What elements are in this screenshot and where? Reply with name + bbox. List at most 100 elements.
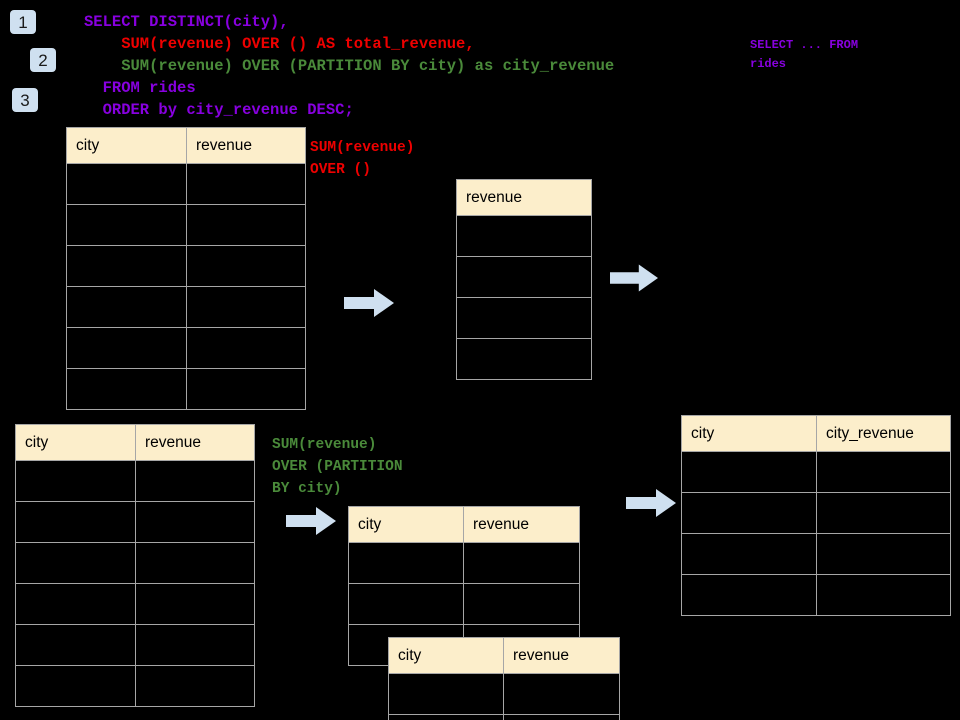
cell-city <box>15 624 136 666</box>
table-row <box>66 163 306 205</box>
column-header-revenue: revenue <box>503 637 620 674</box>
sql-line-1: SELECT DISTINCT(city), <box>84 13 289 31</box>
cell-city <box>15 665 136 707</box>
cell-city <box>66 245 187 287</box>
cell-revenue <box>135 624 255 666</box>
table-row <box>15 501 255 543</box>
table-row <box>348 583 580 625</box>
cell-revenue <box>186 286 306 328</box>
table-row <box>66 245 306 287</box>
arrow-source-to-total <box>344 289 394 317</box>
table-row <box>388 673 620 715</box>
table-row <box>456 256 592 298</box>
cell-city <box>681 492 817 534</box>
table-row <box>456 338 592 380</box>
table-row <box>681 492 951 534</box>
column-header-city: city <box>388 637 504 674</box>
table-header-row: city revenue <box>348 506 580 543</box>
cell-city-revenue <box>816 492 951 534</box>
cell-city <box>66 163 187 205</box>
cell-city <box>15 460 136 502</box>
cell-city-revenue <box>816 574 951 616</box>
cell-revenue <box>503 714 620 720</box>
table-row <box>15 665 255 707</box>
cell-revenue <box>456 297 592 339</box>
table-row <box>388 714 620 720</box>
cell-city <box>15 583 136 625</box>
table-row <box>66 327 306 369</box>
table-row <box>15 624 255 666</box>
cell-revenue <box>186 368 306 410</box>
city-revenue-result-table: city city_revenue <box>681 415 951 616</box>
column-header-city: city <box>348 506 464 543</box>
table-header-row: city revenue <box>15 424 255 461</box>
cell-revenue <box>456 256 592 298</box>
table-row <box>456 297 592 339</box>
partition-table-front: city revenue <box>388 637 620 720</box>
cell-city <box>681 533 817 575</box>
step-badge-3: 3 <box>12 88 38 112</box>
sql-line-4: FROM rides <box>84 79 196 97</box>
table-row <box>15 542 255 584</box>
table-header-row: revenue <box>456 179 592 216</box>
column-header-city: city <box>15 424 136 461</box>
column-header-revenue: revenue <box>456 179 592 216</box>
table-header-row: city revenue <box>388 637 620 674</box>
total-revenue-table: revenue <box>456 179 592 380</box>
table-row <box>681 451 951 493</box>
cell-revenue <box>186 245 306 287</box>
side-note-select-from-rides: SELECT ... FROM rides <box>750 38 859 71</box>
rides-source-table-2: city revenue <box>15 424 255 707</box>
cell-revenue <box>186 163 306 205</box>
cell-revenue <box>135 665 255 707</box>
column-header-city: city <box>681 415 817 452</box>
rides-source-table: city revenue <box>66 127 306 410</box>
cell-city <box>681 451 817 493</box>
column-header-revenue: revenue <box>135 424 255 461</box>
table-row <box>681 533 951 575</box>
cell-city <box>388 714 504 720</box>
cell-city-revenue <box>816 451 951 493</box>
step-badge-2: 2 <box>30 48 56 72</box>
arrow-total-to-result <box>610 264 658 292</box>
table-row <box>15 460 255 502</box>
table-header-row: city city_revenue <box>681 415 951 452</box>
column-header-city-revenue: city_revenue <box>816 415 951 452</box>
column-header-revenue: revenue <box>186 127 306 164</box>
arrow-source2-to-partition <box>286 507 336 535</box>
cell-city <box>66 327 187 369</box>
table-row <box>348 542 580 584</box>
arrow-partition-to-result <box>626 489 676 517</box>
cell-revenue <box>503 673 620 715</box>
step-badge-1: 1 <box>10 10 36 34</box>
cell-city <box>66 368 187 410</box>
table-header-row: city revenue <box>66 127 306 164</box>
cell-city <box>388 673 504 715</box>
table-row <box>66 368 306 410</box>
cell-city-revenue <box>816 533 951 575</box>
sql-line-2: SUM(revenue) OVER () AS total_revenue, <box>84 35 475 53</box>
cell-city <box>66 286 187 328</box>
cell-city <box>348 583 464 625</box>
column-header-city: city <box>66 127 187 164</box>
cell-city <box>66 204 187 246</box>
cell-revenue <box>186 204 306 246</box>
label-sum-over-partition: SUM(revenue) OVER (PARTITION BY city) <box>272 437 403 497</box>
label-sum-over-empty: SUM(revenue) OVER () <box>310 140 415 178</box>
cell-revenue <box>456 215 592 257</box>
cell-revenue <box>186 327 306 369</box>
table-row <box>66 204 306 246</box>
cell-revenue <box>135 583 255 625</box>
cell-revenue <box>135 501 255 543</box>
cell-revenue <box>456 338 592 380</box>
cell-revenue <box>135 460 255 502</box>
cell-revenue <box>135 542 255 584</box>
table-row <box>15 583 255 625</box>
cell-city <box>15 501 136 543</box>
cell-revenue <box>463 542 580 584</box>
table-row <box>66 286 306 328</box>
sql-line-3: SUM(revenue) OVER (PARTITION BY city) as… <box>84 57 615 75</box>
table-row <box>456 215 592 257</box>
cell-city <box>348 542 464 584</box>
